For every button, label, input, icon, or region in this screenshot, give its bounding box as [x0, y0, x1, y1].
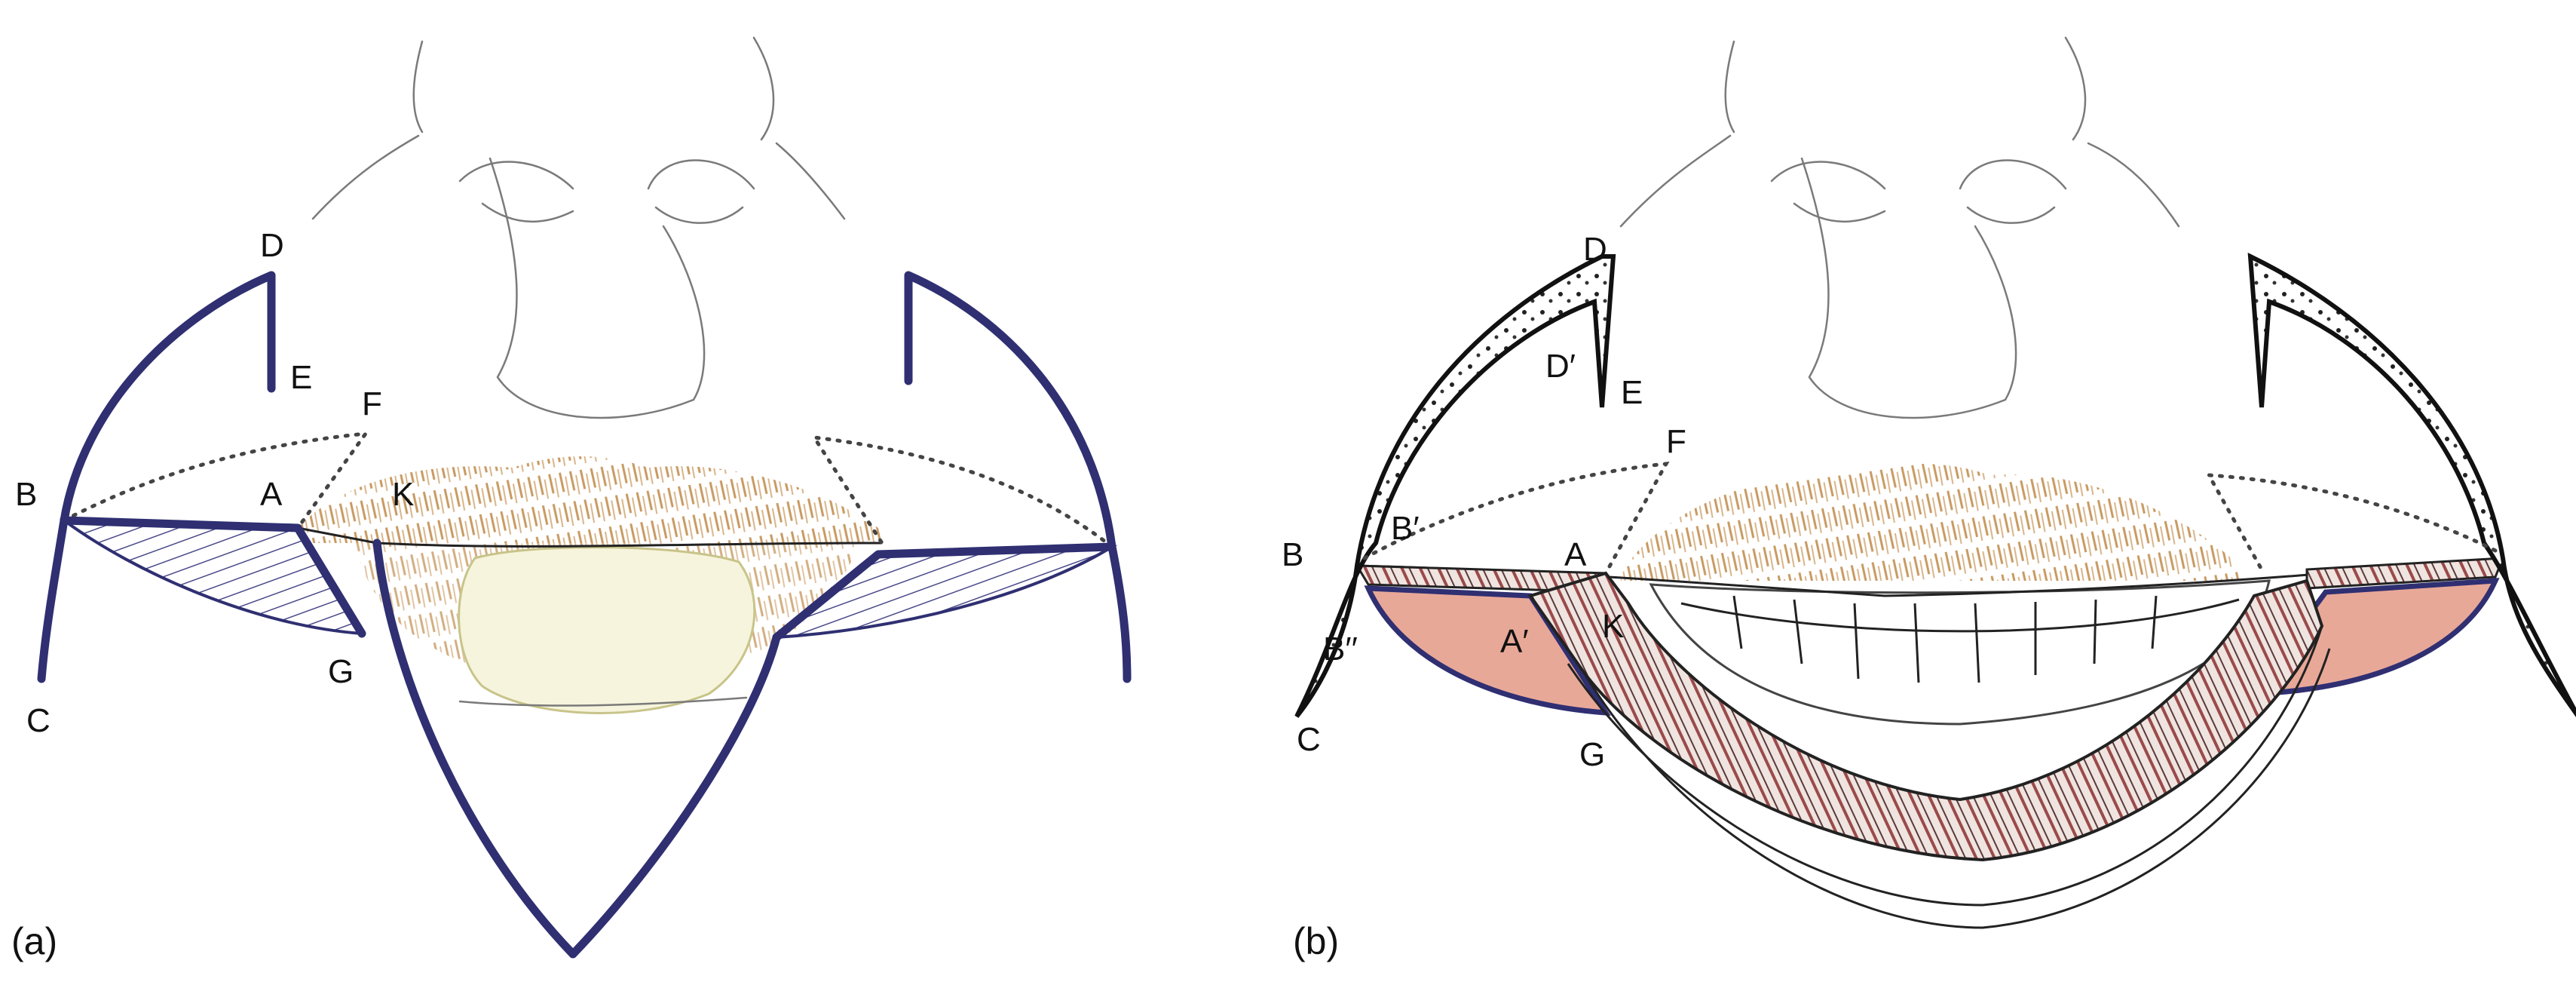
panel-a-dotted-right [810, 434, 1114, 549]
label-d: D [260, 227, 284, 264]
panel-b-caption: (b) [1293, 920, 1339, 962]
label-b-double-prime: B′′ [1323, 631, 1358, 667]
panel-a-incision-right [904, 271, 1132, 683]
label-a-prime: A′ [1500, 623, 1529, 660]
label-a: A [1564, 536, 1587, 573]
panel-b-upper-lip [1621, 464, 2239, 581]
label-d-prime: D′ [1545, 348, 1576, 385]
label-b: B [1282, 536, 1303, 573]
label-c: C [26, 702, 51, 739]
label-f: F [1666, 423, 1686, 460]
label-e: E [1621, 374, 1643, 411]
label-k: K [1602, 608, 1624, 645]
panel-a: D E F B A K C G (a) [11, 36, 1132, 962]
label-a: A [260, 476, 283, 513]
panel-b: D D′ E F B B′ A K B′′ A′ C G (b) [1282, 36, 2576, 962]
panel-b-cheek-flap-right [2247, 253, 2576, 717]
panel-a-v-flap [372, 539, 781, 959]
panel-a-incision-left-base [60, 516, 366, 638]
label-c: C [1297, 721, 1321, 758]
panel-a-incision-right-base [772, 542, 1116, 642]
label-d: D [1583, 231, 1607, 268]
panel-a-caption: (a) [11, 920, 57, 962]
panel-a-hatch-left [59, 518, 365, 636]
panel-a-dotted-left [62, 431, 370, 530]
panel-a-mucosa [458, 546, 756, 714]
label-g: G [1579, 736, 1605, 773]
label-b-prime: B′ [1391, 510, 1420, 547]
label-f: F [362, 385, 382, 422]
panel-b-mucosa-flap-left [1364, 585, 1611, 716]
panel-b-cheek-flap-left [1294, 254, 1616, 718]
panel-b-dotted-left [1362, 462, 1670, 575]
panel-b-lower-lip-rim [1567, 625, 2323, 907]
label-e: E [290, 359, 312, 396]
panel-a-nose-sketch [311, 36, 846, 419]
label-b: B [15, 476, 37, 513]
panel-a-upper-lip [298, 456, 882, 543]
label-k: K [392, 476, 414, 513]
panel-a-incision-left [37, 271, 276, 683]
panel-b-nose-sketch [1619, 36, 2180, 419]
panel-b-dotted-right [2205, 473, 2498, 572]
label-g: G [328, 653, 354, 690]
